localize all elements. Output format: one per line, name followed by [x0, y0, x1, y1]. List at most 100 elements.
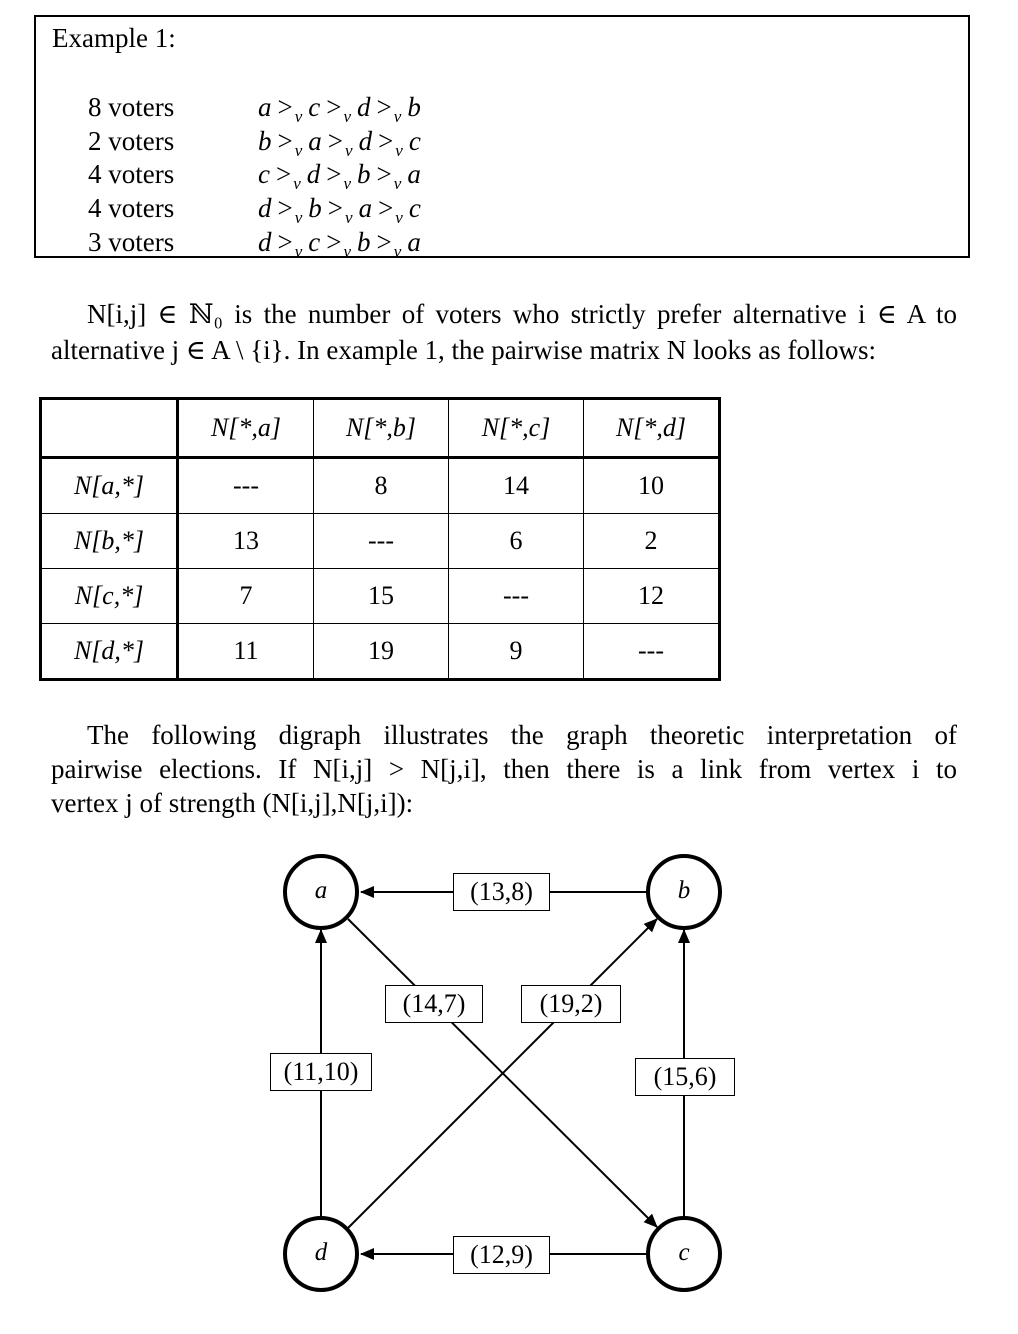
voter-count: 2 voters: [88, 126, 175, 156]
preference-symbol: >: [326, 227, 342, 257]
preference-subscript: v: [393, 242, 402, 261]
preference-symbol: >: [277, 126, 293, 156]
preference-subscript: v: [294, 107, 303, 126]
preference-symbol: >: [327, 193, 344, 223]
preference-symbol: >: [376, 227, 392, 257]
vertex-label-d: d: [314, 1239, 328, 1266]
example-box: Example 1: 8 voters 2 voters 4 voters 4 …: [34, 15, 970, 261]
table-cell: 13: [177, 513, 314, 569]
digraph-description-paragraph: The following digraph illustrates the gr…: [51, 718, 957, 820]
table-cell: 7: [177, 568, 314, 624]
alternative: d: [358, 126, 373, 156]
preference-symbol: >: [275, 159, 292, 189]
column-header: N[*,d]: [583, 398, 720, 459]
preference-subscript: v: [294, 141, 303, 160]
paragraph-line: pairwise elections. If N[i,j] > N[j,i], …: [51, 754, 957, 784]
preference-symbol: >: [277, 227, 293, 257]
alternative: b: [357, 159, 371, 189]
alternative: a: [407, 227, 421, 257]
table-cell: 10: [583, 457, 720, 514]
preference-subscript: v: [395, 208, 403, 227]
alternative: c: [258, 159, 270, 189]
table-cell: ---: [313, 513, 449, 569]
preference-subscript: v: [294, 242, 303, 261]
alternative: d: [306, 159, 321, 189]
table-row: N[b,*] 13 --- 6 2: [40, 513, 720, 569]
alternative: c: [308, 227, 321, 257]
table-cell: ---: [448, 568, 584, 624]
pairwise-matrix-table: N[*,a] N[*,b] N[*,c] N[*,d] N[a,*] --- 8…: [39, 397, 721, 681]
preference-symbol: >: [376, 159, 392, 189]
preference-subscript: v: [294, 208, 303, 227]
table-row: N[c,*] 7 15 --- 12: [40, 568, 720, 624]
table-cell: 6: [448, 513, 584, 569]
table-cell: 12: [583, 568, 720, 624]
preference-subscript: v: [343, 174, 352, 193]
preference-symbol: >: [378, 126, 394, 156]
edge-a-to-c: [347, 918, 658, 1228]
paragraph-line: N[i,j] ∈ ℕ₀ is the number of voters who …: [87, 299, 957, 329]
vertex-label-a: a: [314, 877, 328, 904]
preference-symbol: >: [376, 92, 392, 122]
preference-symbol: >: [378, 193, 394, 223]
voter-count: 8 voters: [88, 92, 175, 122]
preference-symbol: >: [326, 92, 342, 122]
preference-subscript: v: [293, 174, 301, 193]
vertex-label-c: c: [678, 1239, 690, 1266]
preference-subscript: v: [393, 174, 402, 193]
table-cell: 9: [448, 623, 584, 680]
table-cell: ---: [583, 623, 720, 680]
edge-label-b-a: (13,8): [453, 873, 550, 911]
table-cell: ---: [177, 457, 314, 514]
table-cell: 15: [313, 568, 449, 624]
pairwise-definition-paragraph: N[i,j] ∈ ℕ₀ is the number of voters who …: [51, 296, 957, 368]
alternative: c: [408, 193, 421, 223]
table-row: N[d,*] 11 19 9 ---: [40, 623, 720, 680]
alternative: a: [407, 159, 421, 189]
table-cell: 11: [177, 623, 314, 680]
preference-symbol: >: [326, 159, 342, 189]
alternative: b: [407, 92, 421, 122]
vertex-label-b: b: [677, 877, 691, 904]
column-header: N[*,a]: [177, 398, 314, 459]
edge-label-a-c: (14,7): [385, 985, 483, 1023]
edge-label-d-b: (19,2): [521, 985, 621, 1023]
voter-count: 4 voters: [88, 193, 175, 223]
voter-count: 3 voters: [88, 227, 175, 257]
table-cell: 14: [448, 457, 584, 514]
example-title: Example 1:: [52, 23, 176, 53]
alternative: a: [358, 193, 373, 223]
table-row: N[a,*] --- 8 14 10: [40, 457, 720, 514]
preference-subscript: v: [395, 141, 403, 160]
table-corner-cell: [40, 398, 179, 459]
preference-subscript: v: [345, 141, 353, 160]
preference-subscript: v: [345, 208, 353, 227]
table-header-row: N[*,a] N[*,b] N[*,c] N[*,d]: [40, 398, 720, 459]
preference-symbol: >: [327, 126, 344, 156]
alternative: a: [258, 92, 272, 122]
edge-d-to-b: [347, 918, 658, 1229]
preference-subscript: v: [343, 242, 352, 261]
row-header: N[c,*]: [40, 568, 179, 624]
voter-count: 4 voters: [88, 159, 175, 189]
table-cell: 19: [313, 623, 449, 680]
edge-label-d-a: (11,10): [270, 1053, 372, 1091]
preference-symbol: >: [277, 92, 293, 122]
alternative: b: [258, 126, 272, 156]
row-header: N[d,*]: [40, 623, 179, 680]
table-cell: 8: [313, 457, 449, 514]
preference-subscript: v: [393, 107, 402, 126]
table-cell: 2: [583, 513, 720, 569]
alternative: d: [258, 227, 272, 257]
preference-subscript: v: [343, 107, 352, 126]
edge-label-c-d: (12,9): [453, 1236, 550, 1274]
row-header: N[a,*]: [40, 457, 179, 514]
preference-symbol: >: [277, 193, 293, 223]
alternative: a: [308, 126, 322, 156]
alternative: d: [357, 92, 371, 122]
